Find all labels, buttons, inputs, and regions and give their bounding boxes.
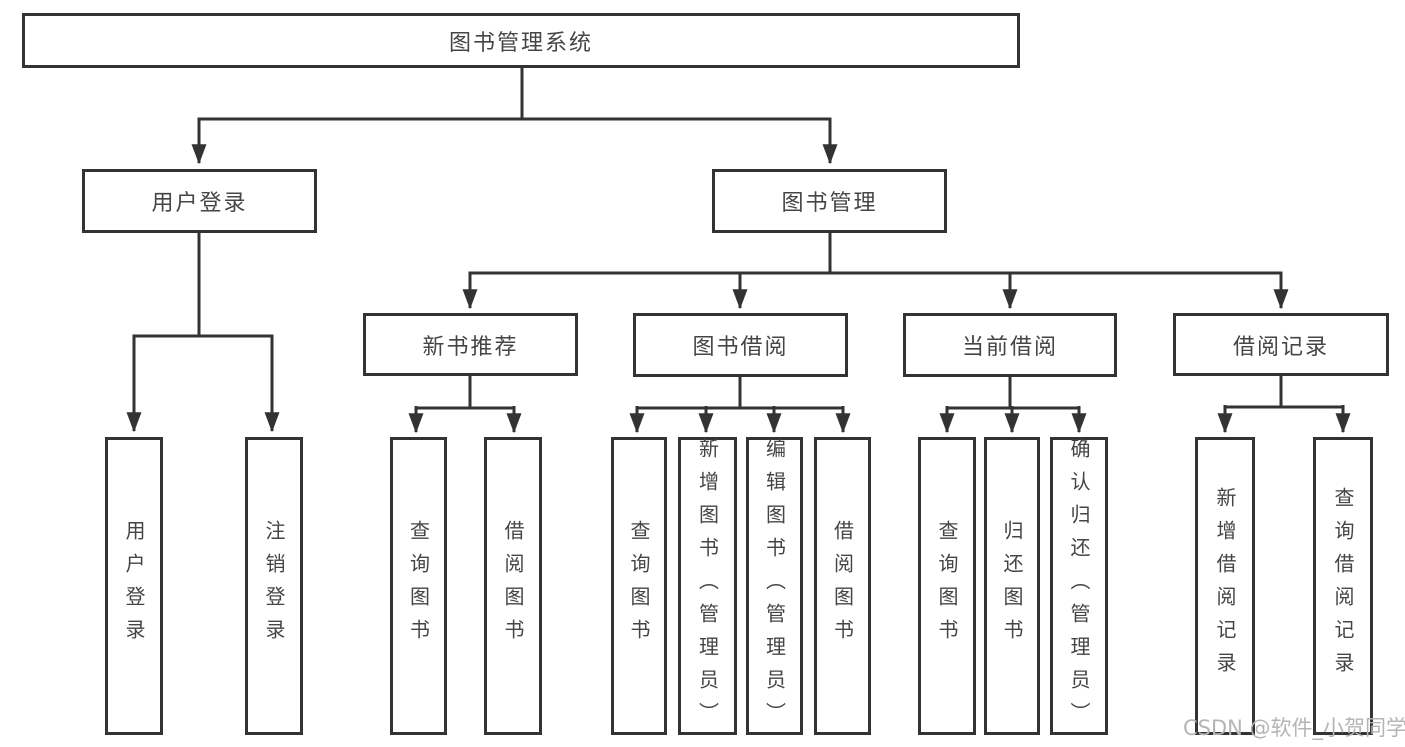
leaf-logout-login: 注销登录 [245,437,303,735]
node-user-login: 用户登录 [82,169,317,233]
leaf-confirm-return-admin-label: 确认归还（管理员） [1067,437,1091,735]
node-root: 图书管理系统 [22,13,1020,68]
leaf-query-books-recommend: 查询图书 [390,437,447,735]
leaf-query-books-current: 查询图书 [918,437,976,735]
leaf-user-login-label: 用户登录 [122,520,146,652]
leaf-user-login: 用户登录 [105,437,163,735]
leaf-edit-books-admin-label: 编辑图书（管理员） [762,437,787,735]
leaf-add-books-admin: 新增图书（管理员） [678,437,737,735]
leaf-query-books-borrowing: 查询图书 [611,437,667,735]
node-current-borrowing: 当前借阅 [903,313,1117,377]
leaf-confirm-return-admin: 确认归还（管理员） [1050,437,1108,735]
leaf-query-borrow-record-label: 查询借阅记录 [1331,487,1355,685]
leaf-borrow-books-recommend: 借阅图书 [484,437,542,735]
node-new-book-recommend: 新书推荐 [363,313,578,376]
node-borrowing-records: 借阅记录 [1173,313,1389,376]
leaf-query-books-recommend-label: 查询图书 [406,520,431,652]
leaf-return-books: 归还图书 [984,437,1040,735]
leaf-add-borrow-record-label: 新增借阅记录 [1213,487,1237,685]
leaf-query-books-borrowing-label: 查询图书 [627,520,651,652]
node-book-borrowing: 图书借阅 [633,313,848,377]
node-book-management: 图书管理 [712,169,947,233]
leaf-add-borrow-record: 新增借阅记录 [1195,437,1255,735]
leaf-borrow-books-borrowing: 借阅图书 [814,437,871,735]
leaf-borrow-books-recommend-label: 借阅图书 [501,520,525,652]
csdn-watermark: CSDN @软件_小贺同学 [1183,716,1405,740]
leaf-return-books-label: 归还图书 [1000,520,1024,652]
leaf-edit-books-admin: 编辑图书（管理员） [746,437,803,735]
leaf-borrow-books-borrowing-label: 借阅图书 [830,520,855,652]
leaf-query-books-current-label: 查询图书 [935,520,959,652]
leaf-logout-login-label: 注销登录 [262,520,286,652]
leaf-add-books-admin-label: 新增图书（管理员） [695,437,720,735]
leaf-query-borrow-record: 查询借阅记录 [1313,437,1373,735]
